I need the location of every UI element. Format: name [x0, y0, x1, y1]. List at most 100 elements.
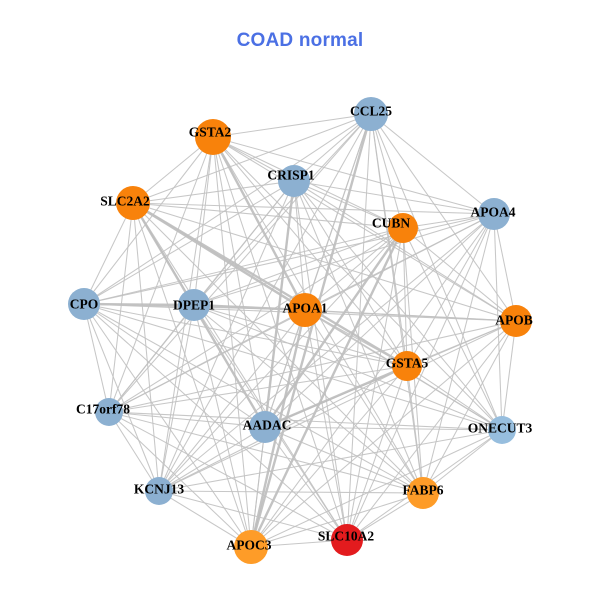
chart-title: COAD normal [236, 30, 364, 51]
edge-GSTA2-APOA1 [211, 136, 307, 311]
edge-FABP6-APOC3 [250, 492, 424, 548]
node-C17orf78[interactable] [95, 398, 123, 426]
edge-APOB-SLC10A2 [346, 320, 517, 541]
edge-APOA1-C17orf78 [108, 309, 306, 413]
edge-C17orf78-ONECUT3 [108, 411, 503, 431]
node-label-AADAC: AADAC [243, 418, 292, 433]
edge-APOA4-FABP6 [422, 213, 495, 494]
node-APOA4[interactable] [478, 198, 510, 230]
node-GSTA5[interactable] [392, 351, 422, 381]
edge-GSTA2-APOA4 [212, 136, 495, 215]
edge-CUBN-ONECUT3 [402, 227, 503, 431]
node-SLC2A2[interactable] [116, 186, 150, 220]
edge-CRISP1-CPO [83, 180, 295, 305]
edge-AADAC-ONECUT3 [264, 426, 503, 431]
edge-APOA1-SLC10A2 [304, 309, 348, 541]
node-SLC10A2[interactable] [331, 524, 363, 556]
edge-SLC2A2-GSTA5 [132, 201, 408, 368]
edge-CRISP1-APOA4 [293, 180, 495, 215]
node-label-ONECUT3: ONECUT3 [468, 421, 533, 436]
edge-SLC2A2-APOA4 [132, 202, 495, 215]
edge-C17orf78-APOC3 [108, 411, 252, 548]
node-APOB[interactable] [500, 305, 532, 337]
edge-GSTA5-SLC10A2 [346, 365, 408, 541]
edge-GSTA5-FABP6 [406, 365, 424, 494]
edge-CCL25-KCNJ13 [158, 113, 372, 492]
edge-GSTA5-APOC3 [250, 365, 408, 548]
edge-KCNJ13-SLC10A2 [158, 490, 348, 541]
edge-CRISP1-GSTA5 [293, 180, 408, 367]
edge-AADAC-FABP6 [264, 426, 424, 494]
node-APOC3[interactable] [234, 530, 268, 564]
edge-CCL25-APOC3 [249, 113, 373, 548]
edge-CCL25-APOA4 [370, 113, 495, 215]
edge-CUBN-SLC10A2 [346, 227, 404, 541]
node-KCNJ13[interactable] [145, 477, 173, 505]
edge-SLC2A2-CPO [83, 202, 134, 305]
edge-ONECUT3-KCNJ13 [158, 429, 503, 492]
edge-C17orf78-AADAC [108, 411, 266, 428]
edge-CCL25-GSTA2 [212, 113, 372, 138]
nodes-layer [68, 97, 532, 564]
edge-CCL25-ONECUT3 [370, 113, 503, 431]
edge-ONECUT3-FABP6 [422, 429, 503, 494]
edge-CUBN-APOA1 [304, 227, 404, 311]
edge-APOA4-SLC10A2 [346, 213, 495, 541]
edge-CCL25-CRISP1 [293, 113, 372, 182]
edge-CUBN-KCNJ13 [158, 227, 404, 492]
edge-CUBN-DPEP1 [193, 227, 404, 306]
node-label-DPEP1: DPEP1 [173, 298, 215, 313]
edge-GSTA2-CPO [83, 136, 214, 305]
node-label-CRISP1: CRISP1 [267, 168, 315, 183]
edge-CPO-GSTA5 [83, 303, 408, 367]
node-label-SLC10A2: SLC10A2 [318, 529, 375, 544]
edge-APOA4-ONECUT3 [493, 213, 503, 431]
edge-SLC2A2-APOC3 [132, 202, 252, 548]
node-APOA1[interactable] [288, 293, 322, 327]
edge-DPEP1-APOC3 [193, 304, 252, 548]
node-FABP6[interactable] [407, 477, 439, 509]
node-CCL25[interactable] [354, 97, 388, 131]
edge-C17orf78-SLC10A2 [108, 411, 348, 541]
edge-CCL25-CUBN [370, 113, 404, 229]
node-label-GSTA2: GSTA2 [189, 125, 232, 140]
edge-DPEP1-AADAC [193, 304, 266, 428]
edge-DPEP1-GSTA5 [193, 304, 408, 367]
edge-C17orf78-FABP6 [108, 411, 424, 494]
edge-CCL25-APOB [370, 113, 517, 322]
edge-APOA4-AADAC [264, 213, 495, 428]
edge-DPEP1-FABP6 [193, 304, 424, 494]
edge-ONECUT3-APOC3 [250, 429, 503, 548]
edge-SLC2A2-KCNJ13 [132, 202, 160, 492]
edge-CUBN-C17orf78 [108, 227, 404, 413]
edge-APOA4-CPO [83, 213, 495, 305]
node-AADAC[interactable] [249, 411, 281, 443]
node-CRISP1[interactable] [278, 165, 310, 197]
edge-SLC2A2-SLC10A2 [132, 202, 348, 541]
edge-APOB-ONECUT3 [501, 320, 517, 431]
edge-SLC2A2-FABP6 [132, 202, 424, 494]
edge-GSTA2-SLC10A2 [212, 136, 348, 541]
node-CUBN[interactable] [388, 213, 418, 243]
edge-CCL25-CPO [83, 113, 372, 305]
node-GSTA2[interactable] [195, 119, 231, 155]
edge-GSTA2-APOB [212, 136, 517, 322]
node-label-APOA1: APOA1 [283, 301, 328, 316]
edge-AADAC-APOC3 [250, 426, 266, 548]
node-label-CPO: CPO [70, 297, 99, 312]
edge-CRISP1-ONECUT3 [293, 180, 503, 431]
edge-APOA4-KCNJ13 [158, 213, 495, 492]
node-CPO[interactable] [68, 288, 100, 320]
node-ONECUT3[interactable] [488, 416, 516, 444]
edge-DPEP1-C17orf78 [108, 304, 195, 413]
edge-APOA4-GSTA5 [406, 213, 495, 367]
edge-APOA1-APOB [304, 309, 517, 322]
edge-APOA1-FABP6 [304, 309, 424, 494]
edge-CPO-AADAC [83, 303, 266, 428]
edge-CCL25-SLC10A2 [346, 113, 372, 541]
node-DPEP1[interactable] [178, 289, 210, 321]
edge-KCNJ13-FABP6 [158, 490, 424, 494]
edge-SLC2A2-CUBN [132, 202, 404, 229]
